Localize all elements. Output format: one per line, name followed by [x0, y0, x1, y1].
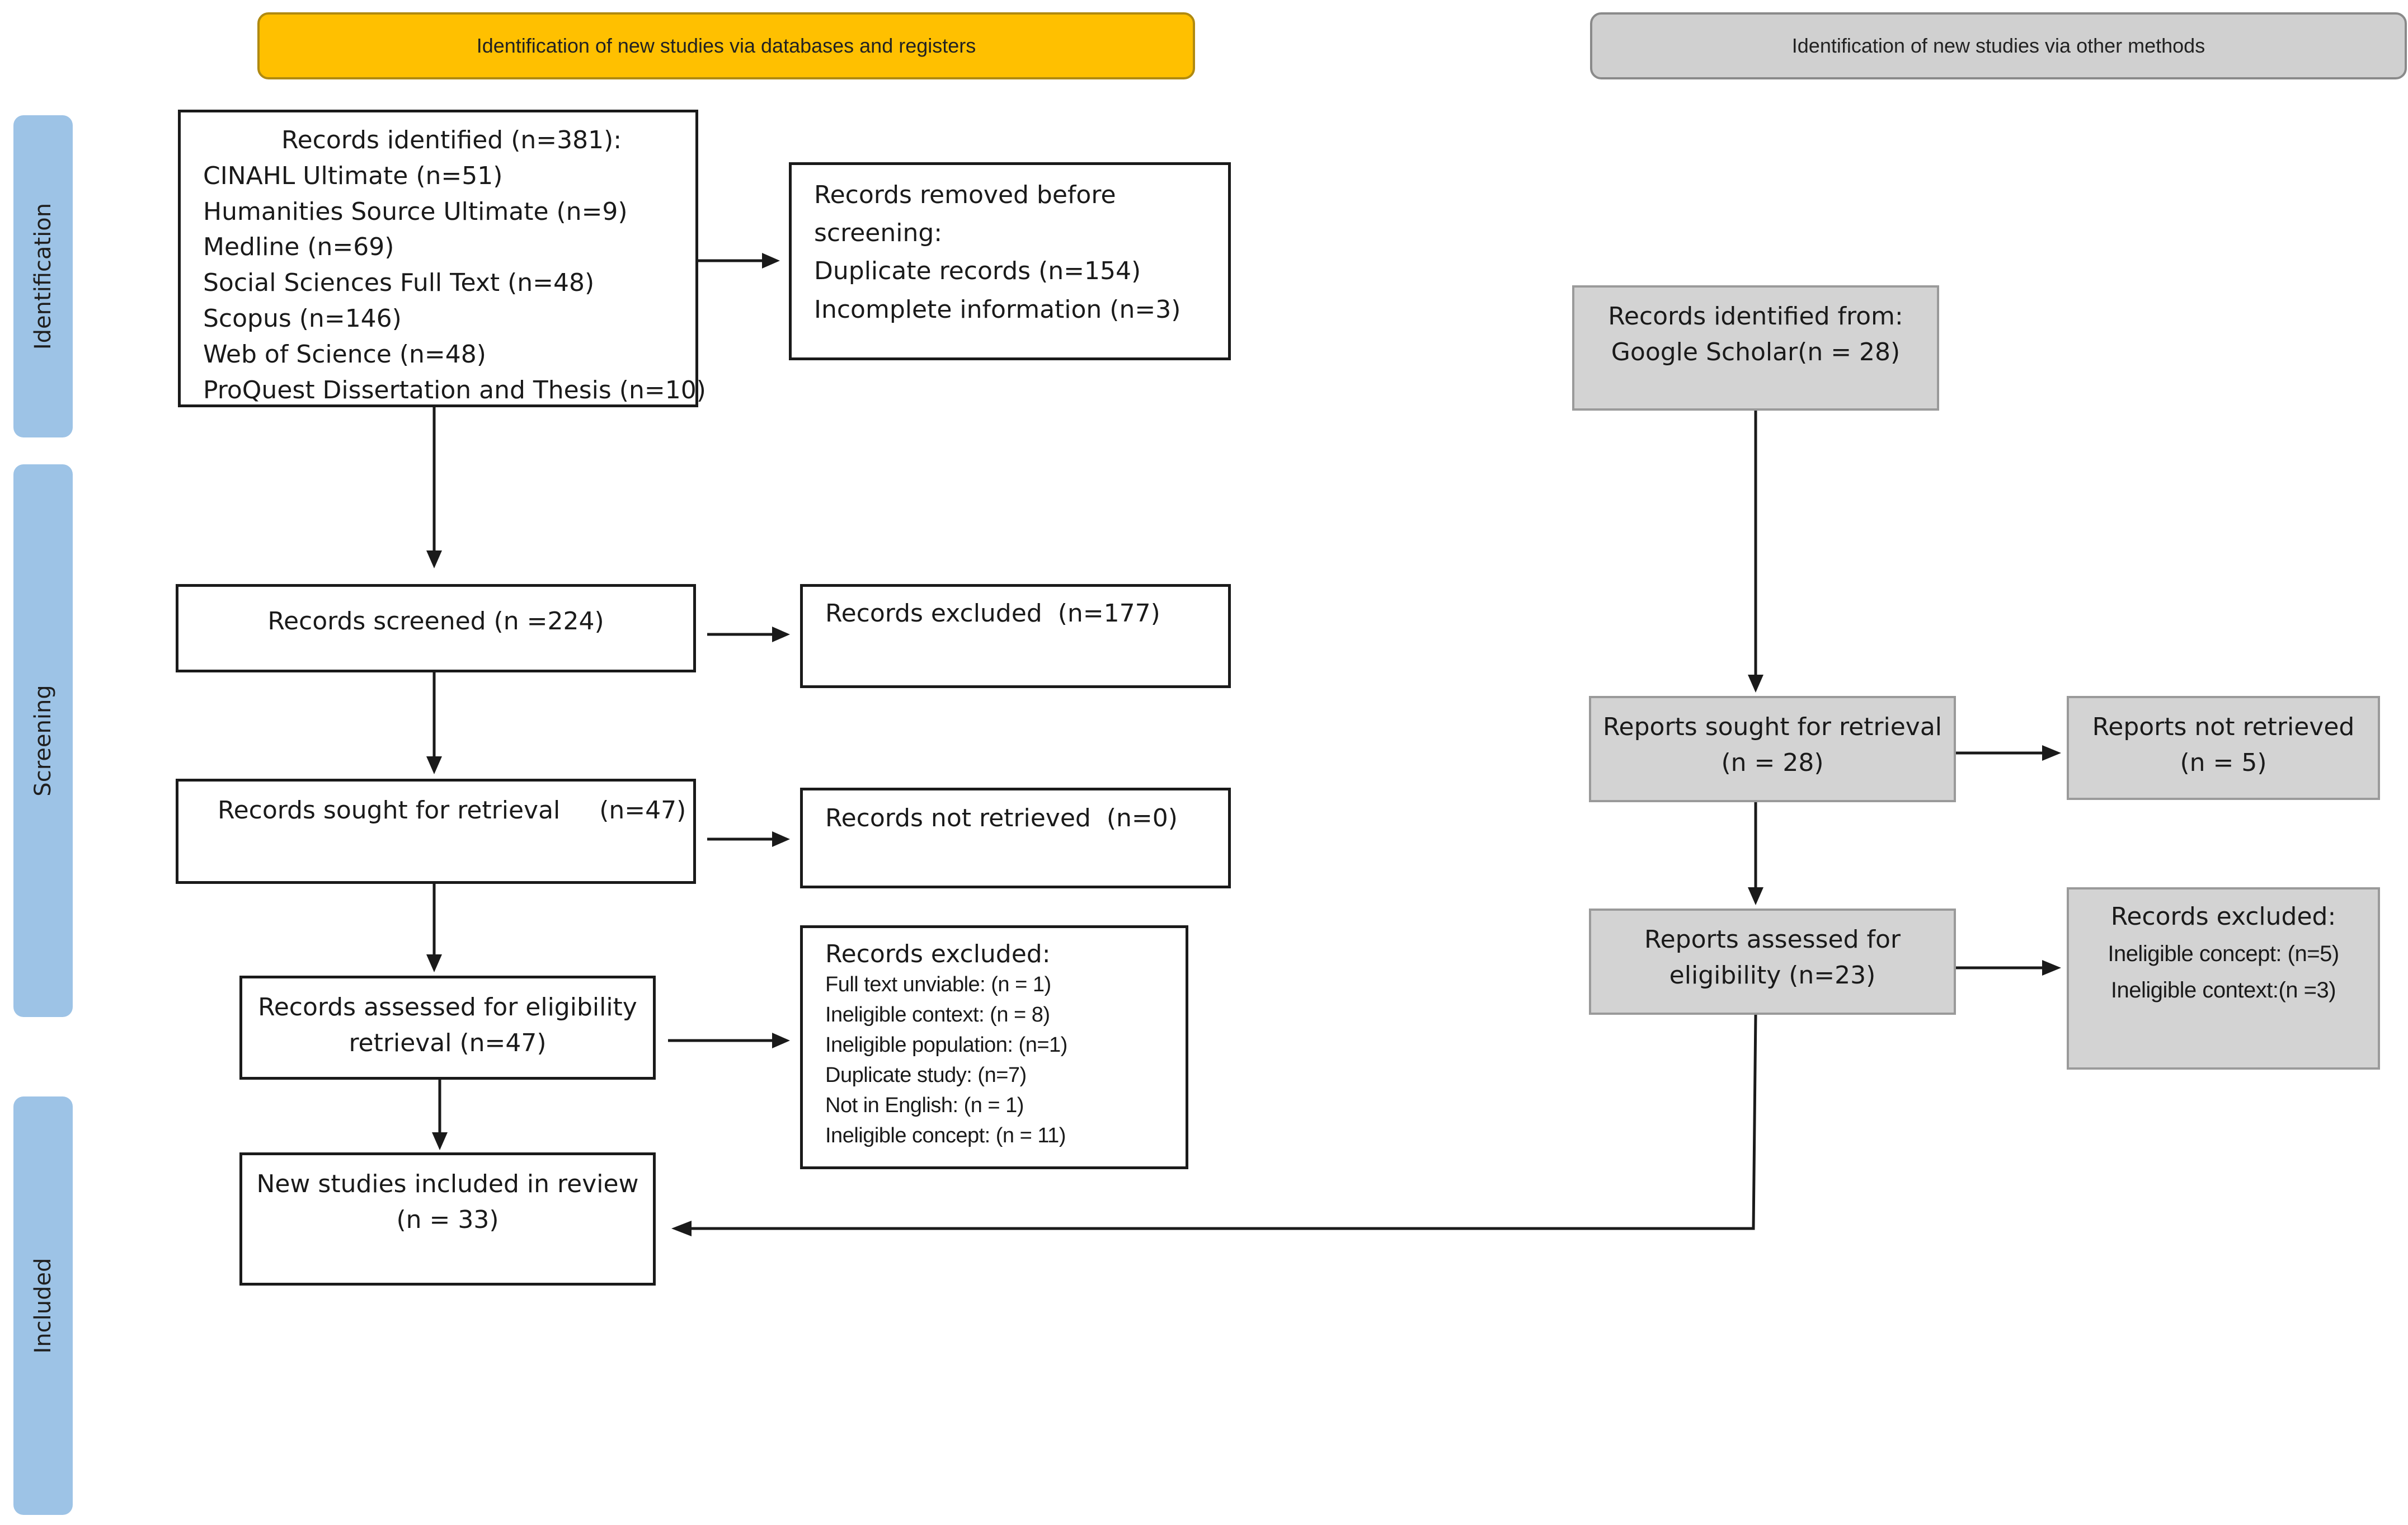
records-excluded-eligibility-box: Records excluded: Full text unviable: (n… — [800, 925, 1188, 1169]
reports-not-retrieved-line-1: Reports not retrieved — [2092, 713, 2355, 741]
studies-included-box: New studies included in review (n = 33) — [239, 1152, 656, 1286]
records-excluded-eligibility-title: Records excluded: — [825, 940, 1051, 968]
arrowhead-sought-to-assessed — [426, 954, 442, 972]
records-screened-label: Records screened (n =224) — [267, 607, 604, 636]
records-assessed-line-2: retrieval (n=47) — [349, 1028, 547, 1057]
exclusion-reason-concept: Ineligible concept: (n = 11) — [825, 1123, 1066, 1147]
arrowhead-other-sought-to-not-retrieved — [2042, 745, 2061, 761]
arrowhead-other-identified-to-sought — [1748, 675, 1763, 693]
reports-assessed-line-1: Reports assessed for — [1644, 925, 1901, 954]
other-exclusion-reason-context: Ineligible context:(n =3) — [2110, 977, 2336, 1002]
other-exclusion-reason-concept: Ineligible concept: (n=5) — [2108, 941, 2339, 966]
other-records-identified-box: Records identified from: Google Scholar(… — [1572, 285, 1939, 411]
records-screened-box: Records screened (n =224) — [176, 584, 696, 672]
arrowhead-identified-to-removed — [762, 253, 780, 269]
phase-screening: Screening — [13, 464, 73, 1017]
records-not-retrieved-label: Records not retrieved (n=0) — [825, 804, 1178, 832]
source-social-sciences: Social Sciences Full Text (n=48) — [203, 269, 595, 298]
studies-included-line-1: New studies included in review — [256, 1170, 639, 1198]
records-removed-line-1: Records removed before — [814, 181, 1116, 209]
other-records-excluded-box: Records excluded: Ineligible concept: (n… — [2067, 887, 2380, 1070]
records-identified-box: Records identified (n=381): CINAHL Ultim… — [178, 110, 706, 407]
reports-not-retrieved-line-2: (n = 5) — [2180, 748, 2267, 777]
arrowhead-assessed-to-excluded — [772, 1033, 790, 1048]
records-excluded-screen-label: Records excluded (n=177) — [825, 599, 1160, 628]
arrowhead-assessed-to-included — [432, 1132, 448, 1150]
other-methods-header: Identification of new studies via other … — [1590, 12, 2407, 79]
records-assessed-line-1: Records assessed for eligibility — [258, 993, 637, 1022]
exclusion-reason-language: Not in English: (n = 1) — [825, 1094, 1024, 1117]
exclusion-reason-context: Ineligible context: (n = 8) — [825, 1003, 1050, 1027]
arrowhead-other-assessed-to-excluded — [2042, 960, 2061, 976]
studies-included-line-2: (n = 33) — [396, 1205, 499, 1234]
records-not-retrieved-box: Records not retrieved (n=0) — [800, 788, 1231, 888]
exclusion-reason-full-text: Full text unviable: (n = 1) — [825, 973, 1051, 997]
records-assessed-box: Records assessed for eligibility retriev… — [239, 976, 656, 1080]
reports-assessed-box: Reports assessed for eligibility (n=23) — [1589, 909, 1956, 1015]
arrowhead-screened-to-excluded — [772, 627, 790, 642]
source-proquest: ProQuest Dissertation and Thesis (n=10) — [203, 375, 706, 404]
source-scopus: Scopus (n=146) — [203, 304, 402, 333]
other-records-identified-line-1: Records identified from: — [1608, 302, 1903, 331]
reports-assessed-line-2: eligibility (n=23) — [1669, 961, 1876, 990]
exclusion-reason-duplicate: Duplicate study: (n=7) — [825, 1063, 1027, 1088]
records-removed-incomplete: Incomplete information (n=3) — [814, 295, 1181, 324]
arrowhead-other-assessed-to-included — [671, 1221, 692, 1236]
source-humanities: Humanities Source Ultimate (n=9) — [203, 197, 628, 226]
other-records-excluded-title: Records excluded: — [2110, 902, 2336, 931]
arrowhead-other-sought-to-assessed — [1748, 887, 1763, 905]
exclusion-reason-population: Ineligible population: (n=1) — [825, 1033, 1067, 1057]
other-records-identified-line-2: Google Scholar(n = 28) — [1611, 337, 1901, 366]
records-sought-box: Records sought for retrieval (n=47) — [176, 779, 696, 884]
reports-sought-line-2: (n = 28) — [1721, 748, 1824, 777]
arrowhead-screened-to-sought — [426, 756, 442, 774]
reports-sought-box: Reports sought for retrieval (n = 28) — [1589, 696, 1956, 802]
source-medline: Medline (n=69) — [203, 233, 394, 262]
other-methods-header-label: Identification of new studies via other … — [1791, 34, 2205, 57]
records-excluded-screen-box: Records excluded (n=177) — [800, 584, 1231, 688]
records-removed-box: Records removed before screening: Duplic… — [789, 162, 1231, 360]
arrow-other-assessed-to-included — [692, 1014, 1757, 1230]
records-identified-title: Records identified (n=381): — [281, 126, 622, 154]
arrowhead-sought-to-not-retrieved — [772, 831, 790, 847]
records-removed-duplicates: Duplicate records (n=154) — [814, 257, 1141, 286]
phase-included: Included — [13, 1096, 73, 1515]
databases-header: Identification of new studies via databa… — [257, 12, 1195, 79]
databases-header-label: Identification of new studies via databa… — [476, 34, 976, 57]
reports-not-retrieved-box: Reports not retrieved (n = 5) — [2067, 696, 2380, 800]
reports-sought-line-1: Reports sought for retrieval — [1602, 713, 1943, 741]
records-sought-label: Records sought for retrieval (n=47) — [218, 796, 686, 825]
records-removed-line-2: screening: — [814, 219, 943, 248]
phase-identification: Identification — [13, 115, 73, 437]
source-cinahl: CINAHL Ultimate (n=51) — [203, 161, 503, 190]
arrowhead-identified-to-screened — [426, 550, 442, 568]
source-web-of-science: Web of Science (n=48) — [203, 340, 486, 369]
